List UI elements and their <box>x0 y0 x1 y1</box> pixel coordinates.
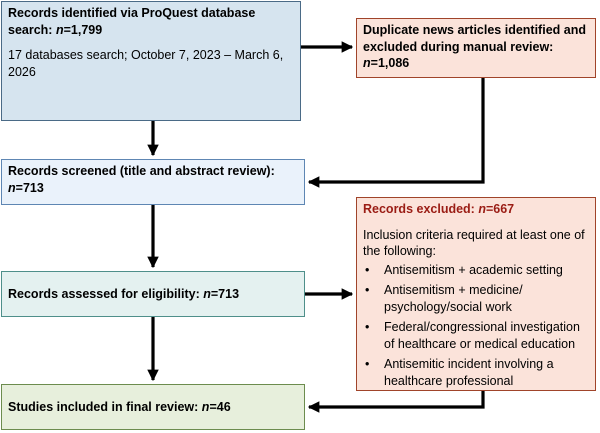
records-eligibility-box: Records assessed for eligibility: n=713 <box>1 271 305 317</box>
records-identified-box: Records identified via ProQuest database… <box>1 1 301 121</box>
arrow-duplicate-to-screened <box>307 78 485 188</box>
arrow-excluded-to-included <box>307 391 485 413</box>
inclusion-criteria-list: Antisemitism + academic setting Antisemi… <box>363 262 589 390</box>
criteria-item: Antisemitic incident involving a healthc… <box>363 356 589 389</box>
criteria-item: Antisemitism + medicine/ psychology/soci… <box>363 282 589 315</box>
studies-included-title: Studies included in final review: n=46 <box>8 399 231 414</box>
records-eligibility-title: Records assessed for eligibility: n=713 <box>8 286 240 301</box>
inclusion-criteria-intro: Inclusion criteria required at least one… <box>363 227 585 259</box>
duplicates-excluded-title: Duplicate news articles identified and e… <box>363 23 586 70</box>
criteria-item: Antisemitism + academic setting <box>363 262 589 279</box>
records-excluded-box: Records excluded: n=667 Inclusion criter… <box>356 197 596 391</box>
records-screened-title: Records screened (title and abstract rev… <box>8 164 275 195</box>
duplicates-excluded-box: Duplicate news articles identified and e… <box>356 18 596 78</box>
records-identified-detail: 17 databases search; October 7, 2023 – M… <box>8 48 284 79</box>
criteria-item: Federal/congressional investigation of h… <box>363 319 589 352</box>
studies-included-box: Studies included in final review: n=46 <box>1 384 305 430</box>
records-excluded-title: Records excluded: n=667 <box>363 202 515 216</box>
records-identified-title: Records identified via ProQuest database… <box>8 6 256 37</box>
records-screened-box: Records screened (title and abstract rev… <box>1 159 305 205</box>
